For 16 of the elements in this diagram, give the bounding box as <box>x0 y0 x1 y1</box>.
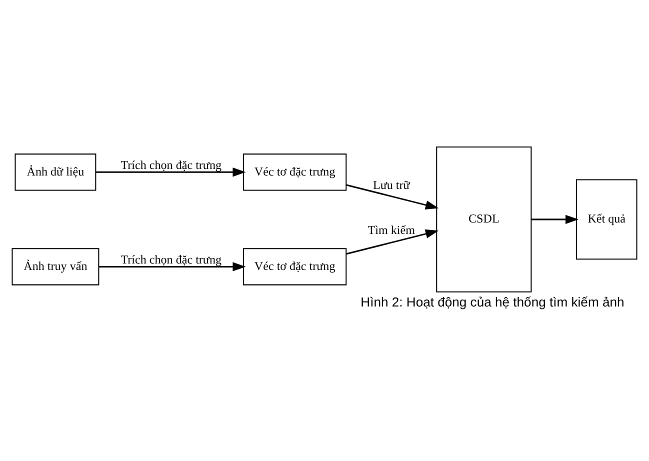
node-box: Kết quả <box>576 179 638 260</box>
node-box: Ảnh truy vấn <box>12 248 100 286</box>
edge-label: Tìm kiếm <box>368 223 415 238</box>
node-box: Véc tơ đặc trưng <box>243 248 347 286</box>
caption: Hình 2: Hoạt động của hệ thống tìm kiếm ảnh <box>360 294 624 310</box>
arrow <box>531 214 579 224</box>
arrow <box>98 262 246 272</box>
node-box: Véc tơ đặc trưng <box>243 154 347 191</box>
edge-label: Lưu trữ <box>372 178 410 192</box>
edge-label: Trích chọn đặc trưng <box>120 252 222 266</box>
node-box: Ảnh dữ liệu <box>14 154 96 191</box>
arrow <box>346 184 439 210</box>
arrow <box>96 168 246 177</box>
edge-label: Trích chọn đặc trưng <box>120 158 222 172</box>
node-box: CSDL <box>436 146 532 292</box>
arrow <box>346 229 439 255</box>
